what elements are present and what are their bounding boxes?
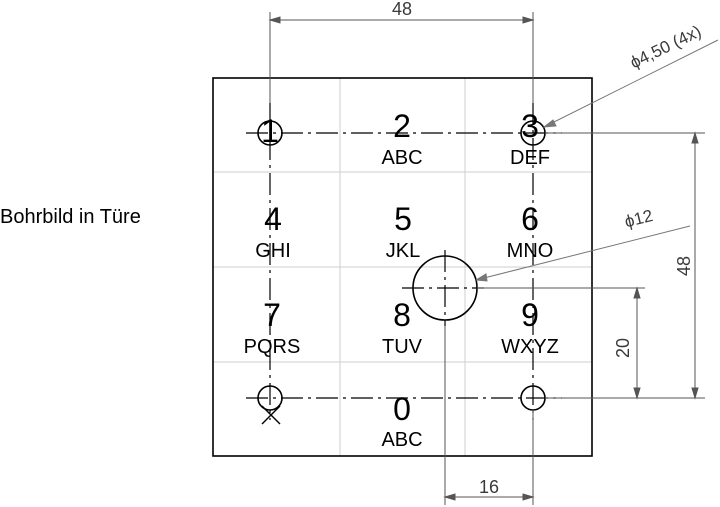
key-5: 5 JKL <box>386 201 420 262</box>
dim-top-width-label: 48 <box>392 0 412 19</box>
key-2: 2 ABC <box>381 108 422 169</box>
key-8-digit: 8 <box>393 297 411 333</box>
key-0: 0 ABC <box>381 391 422 451</box>
key-0-digit: 0 <box>393 391 411 427</box>
key-9-digit: 9 <box>521 297 539 333</box>
mounting-hole-bottom-left <box>257 385 283 411</box>
dim-center-horizontal <box>443 326 535 505</box>
key-0-letters: ABC <box>381 429 422 451</box>
drawing-caption: Bohrbild in Türe <box>0 206 141 228</box>
key-2-letters: ABC <box>381 147 422 169</box>
dim-top-width <box>268 12 535 103</box>
center-lines <box>246 103 562 420</box>
key-1: 1 <box>261 113 279 149</box>
key-7-letters: PQRS <box>244 336 301 358</box>
key-5-digit: 5 <box>394 201 412 237</box>
small-hole-diameter-label: ϕ4,50 (4x) <box>627 22 704 73</box>
dim-center-horizontal-label: 16 <box>479 477 499 497</box>
key-4-digit: 4 <box>264 201 282 237</box>
key-8-letters: TUV <box>382 336 423 358</box>
key-4-letters: GHI <box>255 240 291 262</box>
key-6-digit: 6 <box>521 201 539 237</box>
key-8: 8 TUV <box>382 297 423 358</box>
key-6-letters: MNO <box>507 240 554 262</box>
key-3: 3 DEF <box>510 108 550 169</box>
key-9: 9 WXYZ <box>501 297 559 358</box>
key-1-digit: 1 <box>261 113 279 149</box>
cross-mark <box>261 405 281 425</box>
mounting-hole-top-left <box>257 120 283 146</box>
key-3-digit: 3 <box>521 108 539 144</box>
key-2-digit: 2 <box>393 108 411 144</box>
dim-right-height-label: 48 <box>674 256 694 276</box>
leader-small-hole <box>542 39 719 128</box>
key-9-letters: WXYZ <box>501 336 559 358</box>
key-6: 6 MNO <box>507 201 554 262</box>
leader-large-hole <box>474 225 691 282</box>
key-7-digit: 7 <box>263 297 281 333</box>
dim-center-vertical-label: 20 <box>613 338 633 358</box>
dim-center-vertical <box>477 286 645 400</box>
dim-right-height <box>545 131 705 400</box>
key-4: 4 GHI <box>255 201 291 262</box>
key-7: 7 PQRS <box>244 297 301 358</box>
large-hole-diameter-label: ϕ12 <box>623 206 655 231</box>
keypad-plate <box>212 77 593 457</box>
key-3-letters: DEF <box>510 147 550 169</box>
key-5-letters: JKL <box>386 240 420 262</box>
